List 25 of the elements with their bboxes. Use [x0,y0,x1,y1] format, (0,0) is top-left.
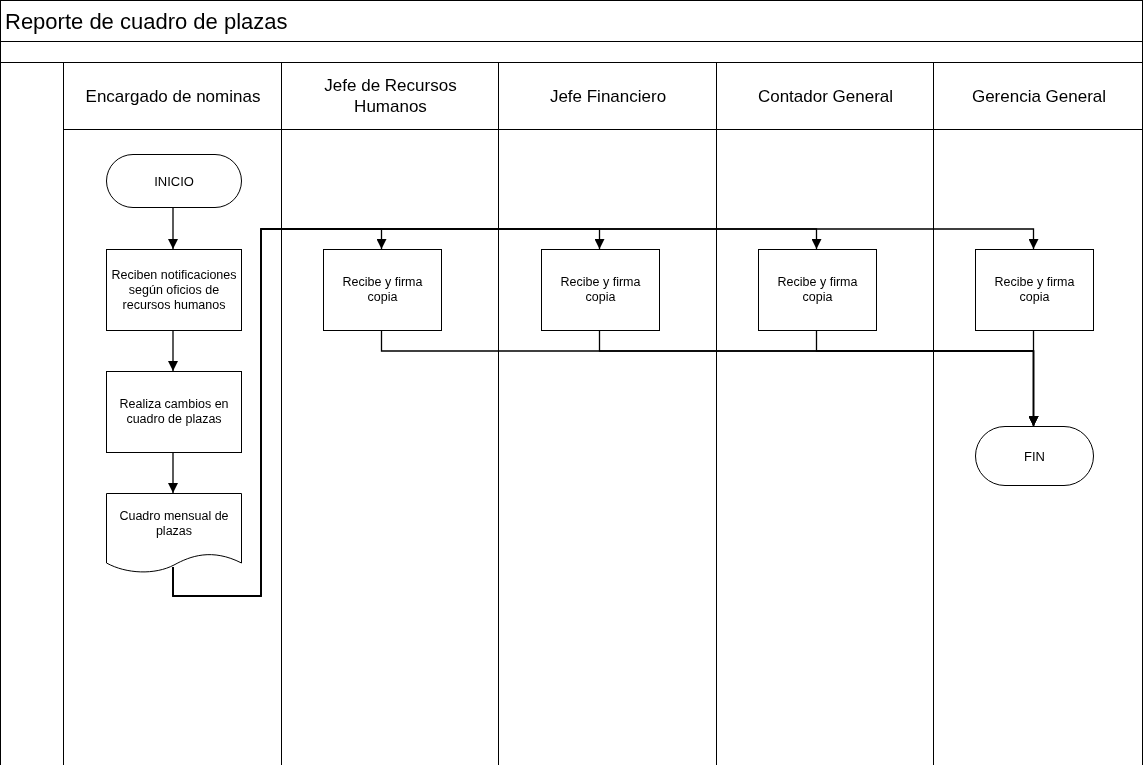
lane-header: Contador General [717,63,934,130]
swimlane-lane [63,63,282,765]
swimlane-lane [716,63,934,765]
process-box: Recibe y firma copia [758,249,877,331]
arrow [168,330,178,372]
terminal-shape: INICIO [106,154,242,208]
arrow [1028,330,1039,427]
arrow [168,452,178,494]
document-shape: Cuadro mensual de plazas [106,493,242,576]
lane-header: Jefe de Recursos Humanos [282,63,499,130]
process-box: Recibe y firma copia [323,249,442,331]
swimlane-lane [498,63,717,765]
process-box: Recibe y firma copia [541,249,660,331]
lane-header: Encargado de nominas [64,63,282,130]
lane-header: Jefe Financiero [499,63,717,130]
terminal-shape: FIN [975,426,1094,486]
lane-header: Gerencia General [934,63,1143,130]
process-box: Recibe y firma copia [975,249,1094,331]
arrow [168,207,178,250]
swimlane-lane [933,63,1143,765]
process-box: Realiza cambios en cuadro de plazas [106,371,242,453]
swimlane-lane [281,63,499,765]
process-box: Reciben notificaciones según oficios de recursos humanos [106,249,242,331]
arrow [172,228,1039,597]
pool-title: Reporte de cuadro de plazas [1,1,1142,42]
